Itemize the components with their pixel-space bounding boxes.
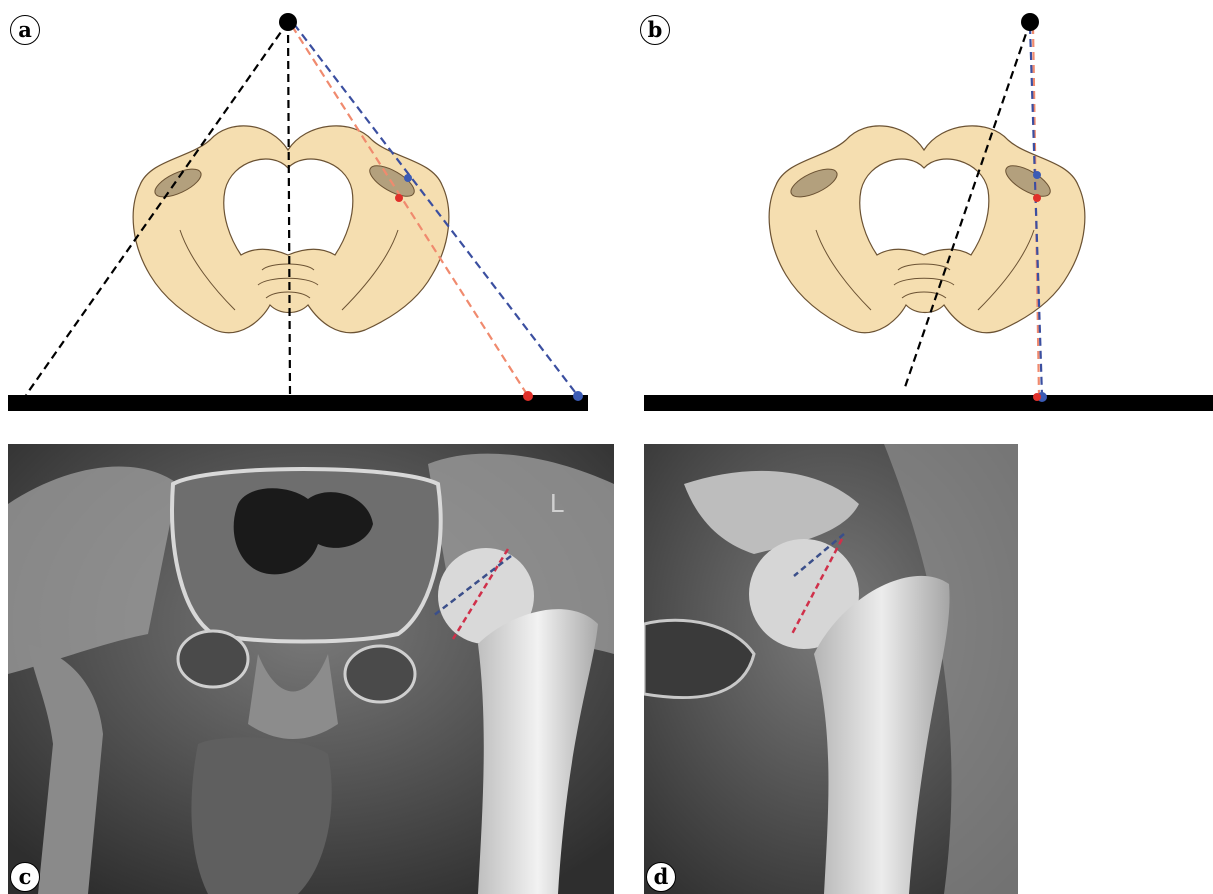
obturator-foramen-left — [178, 631, 248, 687]
hip-radiograph-image — [644, 444, 1018, 894]
xray-source-dot — [279, 13, 297, 31]
panel-a-diagram — [0, 0, 600, 420]
pelvis-illustration — [133, 126, 449, 333]
panel-d-radiograph: d — [644, 444, 1018, 894]
hip-point-red — [1033, 194, 1041, 202]
ray-black-center — [288, 22, 290, 395]
panel-label-c: c — [10, 862, 40, 892]
hip-point-red — [395, 194, 403, 202]
hip-point-blue — [404, 174, 412, 182]
detector-plate — [644, 395, 1213, 411]
projection-point-blue — [573, 391, 583, 401]
panel-a: a — [0, 0, 600, 420]
panel-label-d: d — [646, 862, 676, 892]
side-marker: L — [550, 488, 564, 518]
pelvis-radiograph-image: L — [8, 444, 614, 894]
hip-point-blue — [1033, 171, 1041, 179]
projection-point-red — [1033, 393, 1041, 401]
xray-source-dot — [1021, 13, 1039, 31]
projection-point-red — [523, 391, 533, 401]
obturator-foramen-right — [345, 646, 415, 702]
panel-c-radiograph: L c — [8, 444, 614, 894]
panel-b: b — [636, 0, 1213, 420]
detector-plate — [8, 395, 588, 411]
pelvic-inlet — [860, 159, 989, 255]
panel-label-a: a — [10, 15, 40, 45]
panel-label-b: b — [640, 15, 670, 45]
panel-b-diagram — [636, 0, 1213, 420]
soft-tissue — [191, 737, 331, 894]
